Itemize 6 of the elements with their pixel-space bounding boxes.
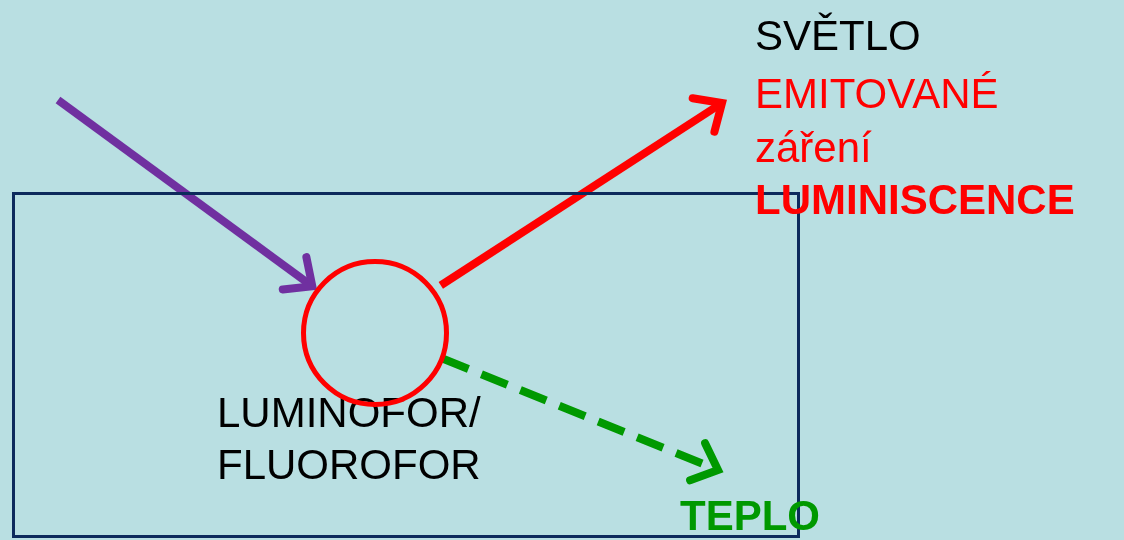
arrow	[55, 96, 317, 294]
label-text: LUMINOFOR/ FLUOROFOR	[217, 388, 482, 490]
label-text: SVĚTLO	[755, 12, 921, 60]
arrow	[440, 354, 722, 485]
arrow	[438, 94, 726, 289]
label-text: EMITOVANÉ záření	[755, 69, 1000, 173]
